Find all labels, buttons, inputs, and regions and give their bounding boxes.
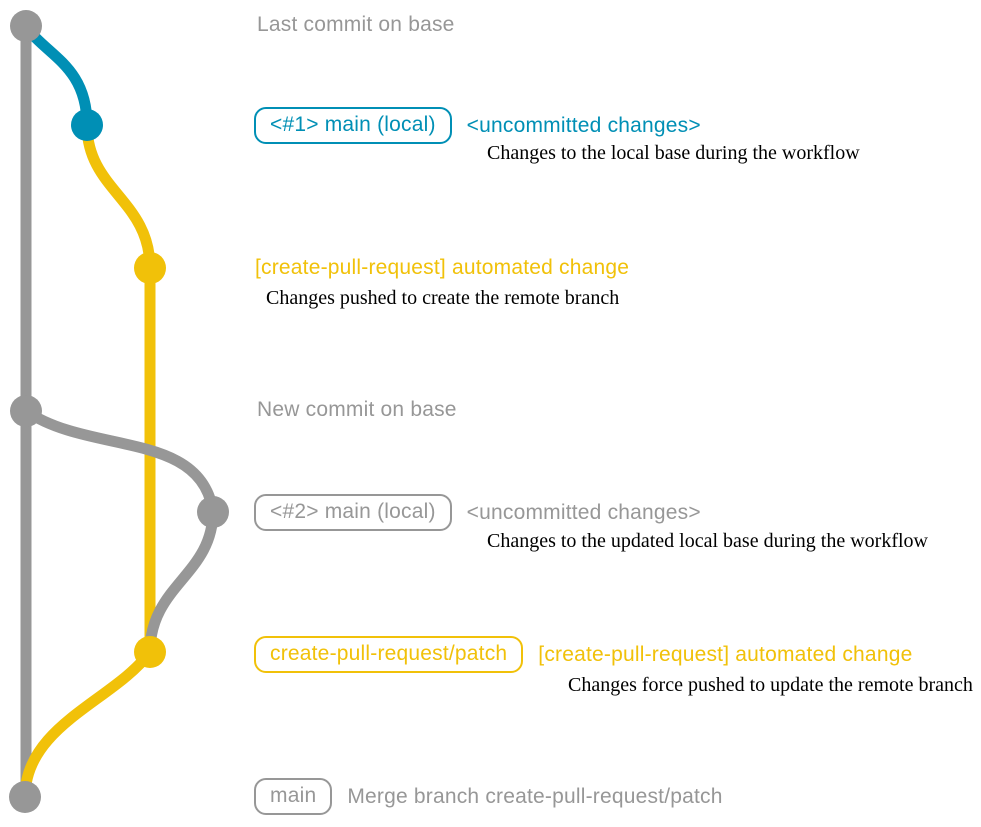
commit4-message: [create-pull-request] automated change xyxy=(538,642,913,666)
commit4-annotation: Changes force pushed to update the remot… xyxy=(568,674,973,696)
commit1-row: <#1> main (local) <uncommitted changes> xyxy=(254,107,701,144)
commit2-annotation: Changes pushed to create the remote bran… xyxy=(266,287,620,309)
commit-dot-local-main-1 xyxy=(71,109,103,141)
commit3-annotation: Changes to the updated local base during… xyxy=(487,530,928,552)
commit2-message: [create-pull-request] automated change xyxy=(255,256,630,279)
new-commit-message: New commit on base xyxy=(257,398,457,421)
commit-dot-automated-change-2 xyxy=(134,636,166,668)
commit-dot-merge xyxy=(9,781,41,813)
commit-dot-local-main-2 xyxy=(197,496,229,528)
commit3-message: <uncommitted changes> xyxy=(466,500,701,524)
branch-badge-main-local-1: <#1> main (local) xyxy=(254,107,452,144)
last-commit-message: Last commit on base xyxy=(257,13,455,36)
patch-merge-curve xyxy=(19,646,156,803)
branch-badge-main: main xyxy=(254,778,333,815)
branch-badge-main-local-2: <#2> main (local) xyxy=(254,494,452,531)
commit-dot-new-base xyxy=(10,395,42,427)
commit3-row: <#2> main (local) <uncommitted changes> xyxy=(254,494,701,531)
merge-commit-message: Merge branch create-pull-request/patch xyxy=(347,784,723,808)
commit1-message: <uncommitted changes> xyxy=(466,113,701,137)
commit4-row: create-pull-request/patch [create-pull-r… xyxy=(254,636,912,673)
commit-graph xyxy=(9,10,229,813)
commit-dot-automated-change-1 xyxy=(134,252,166,284)
local-main-1-branch-curve xyxy=(20,20,93,131)
merge-commit-row: main Merge branch create-pull-request/pa… xyxy=(254,778,723,815)
branch-badge-patch: create-pull-request/patch xyxy=(254,636,524,673)
commit-dot-last-base xyxy=(10,10,42,42)
patch-branch-curve-top xyxy=(81,119,156,274)
commit1-annotation: Changes to the local base during the wor… xyxy=(487,142,860,164)
local-main-2-branch-curve xyxy=(20,405,219,658)
